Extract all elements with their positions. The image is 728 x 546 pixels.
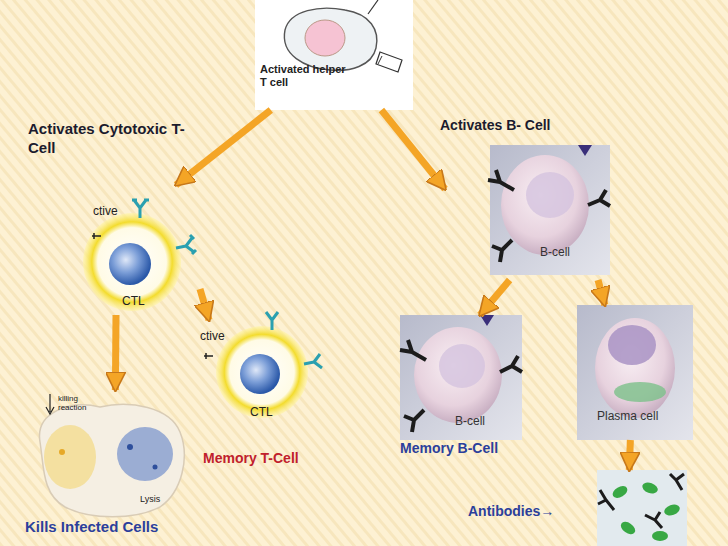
- lysis-illustration: [40, 394, 185, 517]
- image-label: ctive: [93, 205, 133, 219]
- antibody-symbol: [500, 356, 522, 372]
- helper-cell-nucleus: [305, 20, 345, 56]
- b-cell-nucleus: [526, 172, 574, 218]
- receptor-sketch: [378, 56, 382, 64]
- image-label: CTL: [250, 406, 290, 420]
- image-frame: [255, 0, 413, 110]
- image-frame: [490, 145, 610, 275]
- cell-image: Antibodies→: [465, 470, 687, 546]
- image-label: ctive: [200, 330, 240, 344]
- antibody-blob: [619, 519, 638, 536]
- antibody-symbol: [588, 190, 610, 206]
- debris: [59, 449, 65, 455]
- activation-arrow: [200, 289, 209, 320]
- antibody-blob: [652, 531, 668, 541]
- antibody-symbol: [670, 474, 684, 490]
- plasma-nucleus: [608, 325, 656, 365]
- antibody-symbol: [404, 410, 424, 432]
- b-cell: [414, 327, 502, 423]
- cell-image: ctiveCTL: [80, 185, 200, 315]
- ctl-nucleus: [240, 354, 280, 394]
- caption-text: Memory B-Cell: [400, 440, 525, 456]
- plasma-organelle: [614, 382, 666, 402]
- activation-arrow: [480, 280, 510, 315]
- ctl-cell: [216, 326, 308, 418]
- image-frame: [577, 305, 693, 440]
- edge-label: Activates Cytotoxic T- Cell: [28, 120, 200, 158]
- tick-mark: [204, 353, 213, 359]
- antigen-marker: [480, 315, 494, 326]
- pointer-line: [368, 0, 378, 14]
- receptor-symbol: [266, 312, 278, 330]
- caption-text: Memory T-Cell: [203, 450, 335, 466]
- antibody-symbol: [400, 340, 426, 360]
- caption-text: Activated helper T cell: [260, 63, 348, 88]
- image-label: Lysis: [140, 494, 180, 504]
- ctl-nucleus: [109, 243, 151, 285]
- debris: [44, 425, 96, 489]
- helper-cell-outline: [284, 8, 376, 70]
- caption-text: Antibodies→: [468, 503, 598, 519]
- image-label: B-cell: [540, 246, 600, 260]
- receptor-symbol: [304, 354, 322, 368]
- ctl-cell: [83, 213, 181, 311]
- cell-image: Activated helper T cell: [255, 0, 413, 110]
- receptor-symbol: [176, 235, 196, 254]
- edge-label: Activates B- Cell: [440, 117, 620, 135]
- activation-arrow: [176, 110, 271, 185]
- receptor-sketch: [376, 52, 402, 72]
- caption-text: Kills Infected Cells: [25, 518, 203, 535]
- antibody-blob: [663, 503, 681, 518]
- activation-arrow: [381, 110, 445, 189]
- antibody-symbol: [598, 490, 614, 510]
- lysing-nucleus: [117, 427, 173, 481]
- ctl-illustration: [204, 312, 322, 418]
- image-label: B-cell: [455, 415, 515, 429]
- activation-arrow: [598, 280, 605, 305]
- receptor-symbol: [132, 200, 149, 218]
- image-label: Plasma cell: [597, 410, 692, 424]
- ctl-illustration: [83, 200, 196, 311]
- infected-cell: [40, 404, 185, 516]
- antigen-marker: [578, 145, 592, 156]
- image-frame: [400, 315, 522, 440]
- image-label: CTL: [122, 295, 162, 309]
- cell-image: ctiveCTL Memory T-Cell: [195, 320, 335, 470]
- cell-image: B-cellMemory B-Cell: [400, 315, 525, 460]
- cell-image: B-cell: [445, 140, 615, 280]
- small-arrow: [46, 394, 54, 414]
- activation-arrow: [112, 315, 120, 390]
- antibody-symbol: [488, 170, 514, 190]
- antibody-blob: [611, 484, 630, 501]
- activation-arrow: [629, 440, 630, 470]
- b-cell: [501, 155, 589, 255]
- plasma-cell: [595, 318, 675, 418]
- antibody-symbol: [492, 240, 512, 262]
- cell-image: Plasma cell: [577, 305, 693, 440]
- antibody-symbol: [645, 512, 662, 528]
- image-frame: [597, 470, 687, 546]
- image-label: killing reaction: [58, 394, 104, 412]
- antibody-blob: [641, 481, 659, 496]
- cell-image: killing reactionLysisKills Infected Cell…: [20, 390, 200, 546]
- debris: [153, 465, 158, 470]
- tick-mark: [92, 233, 101, 239]
- b-cell-nucleus: [439, 344, 485, 388]
- debris: [127, 444, 133, 450]
